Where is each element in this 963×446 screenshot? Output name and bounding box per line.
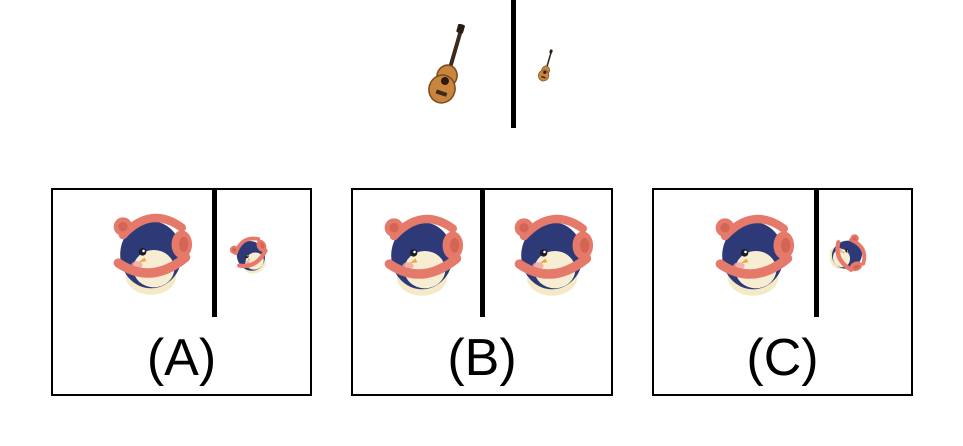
penguin-with-headphones-icon bbox=[228, 233, 272, 275]
option-c[interactable]: (C) bbox=[652, 188, 913, 396]
option-c-divider bbox=[814, 190, 819, 317]
option-a-divider bbox=[212, 190, 217, 317]
acoustic-guitar-icon bbox=[538, 48, 554, 84]
penguin-with-headphones-icon bbox=[380, 204, 464, 298]
penguin-with-headphones-icon bbox=[510, 204, 594, 298]
penguin-with-headphones-icon bbox=[830, 231, 868, 277]
option-b-divider bbox=[480, 190, 485, 317]
example-divider bbox=[511, 0, 516, 128]
option-b[interactable]: (B) bbox=[351, 188, 613, 396]
option-b-label: (B) bbox=[447, 329, 517, 387]
penguin-with-headphones-icon bbox=[109, 203, 193, 297]
option-a[interactable]: (A) bbox=[51, 188, 312, 396]
option-a-label: (A) bbox=[146, 329, 217, 387]
penguin-with-headphones-icon bbox=[711, 204, 795, 298]
example-pair bbox=[420, 0, 570, 130]
acoustic-guitar-icon bbox=[428, 24, 468, 104]
option-c-label: (C) bbox=[746, 329, 819, 387]
